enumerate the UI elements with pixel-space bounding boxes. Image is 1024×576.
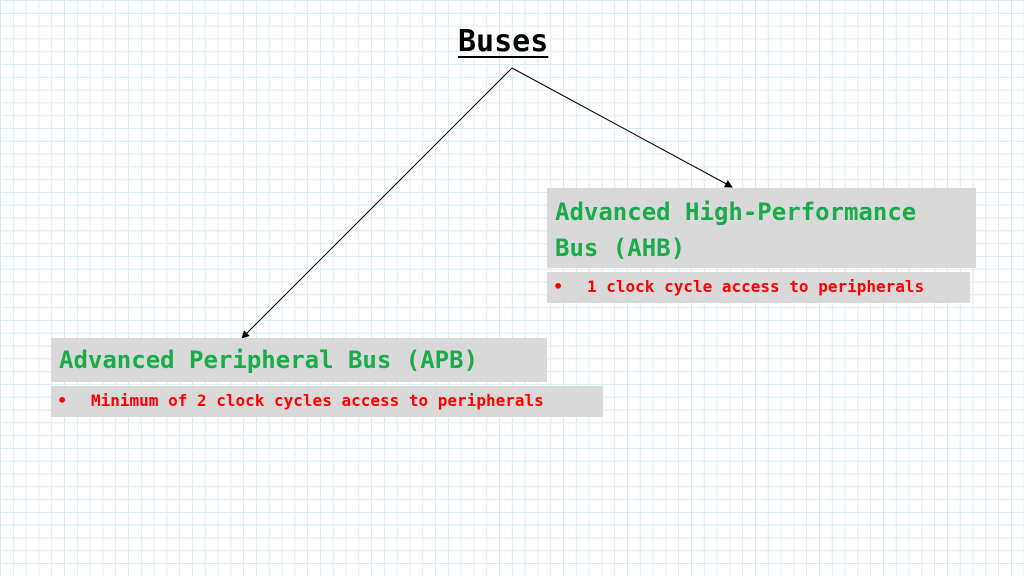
ahb-heading-line1: Advanced High-Performance <box>555 198 917 226</box>
ahb-heading-line2: Bus (AHB) <box>555 234 686 262</box>
apb-bullet-list: • Minimum of 2 clock cycles access to per… <box>51 386 603 417</box>
apb-bullet-item: Minimum of 2 clock cycles access to peri… <box>91 391 544 410</box>
arrow-to-ahb <box>511 67 733 188</box>
bullet-icon: • <box>57 391 68 410</box>
bullet-icon: • <box>553 277 564 296</box>
apb-heading: Advanced Peripheral Bus (APB) <box>59 346 479 374</box>
ahb-bullet-item: 1 clock cycle access to peripherals <box>587 277 925 296</box>
diagram-title: Buses <box>458 24 549 59</box>
ahb-heading-box: Advanced High-Performance Bus (AHB) <box>547 188 976 268</box>
arrow-to-apb <box>241 67 513 339</box>
apb-heading-box: Advanced Peripheral Bus (APB) <box>51 338 547 382</box>
ahb-bullet-list: • 1 clock cycle access to peripherals <box>547 272 970 303</box>
